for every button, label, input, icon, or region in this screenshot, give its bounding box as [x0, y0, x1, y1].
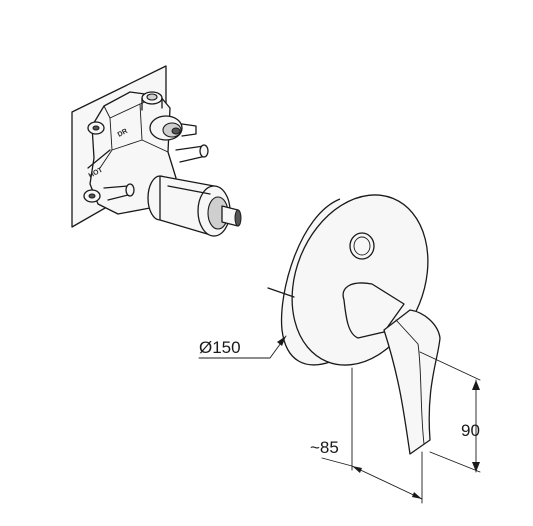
right-side-inlet	[175, 144, 209, 163]
top-cap	[141, 91, 163, 111]
connector-rod	[267, 287, 295, 298]
diameter-label: Ø150	[199, 338, 241, 357]
projection-dimension: ~85	[310, 367, 423, 504]
height-dimension: 90	[419, 351, 481, 473]
top-right-inlet	[149, 115, 197, 141]
diameter-dimension: Ø150	[198, 335, 287, 359]
mixer-lever	[342, 282, 441, 455]
cartridge-cylinder	[147, 175, 242, 237]
height-label: 90	[461, 421, 480, 440]
projection-label: ~85	[310, 438, 339, 457]
left-bottom-inlet	[103, 183, 135, 201]
concealed-valve-body: DR HOT	[71, 65, 242, 237]
valve-label-dr: DR	[117, 128, 129, 139]
left-mounting-lugs	[83, 121, 111, 203]
